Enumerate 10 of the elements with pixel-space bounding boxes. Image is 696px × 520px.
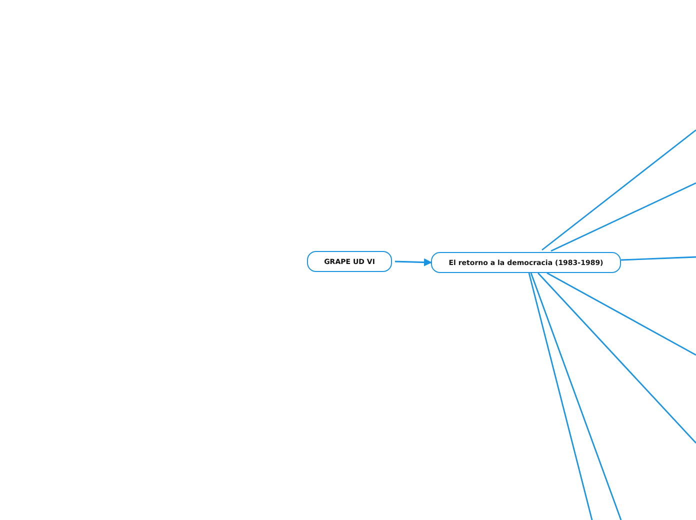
connector-line <box>620 256 696 261</box>
connector-line <box>537 272 696 444</box>
connector-line <box>530 272 622 520</box>
connector-line <box>550 182 696 252</box>
topic-box <box>307 251 392 272</box>
connector-line <box>546 272 696 356</box>
topic-box <box>431 252 621 273</box>
connector-line <box>528 272 593 520</box>
arrow <box>394 258 432 266</box>
connector-line <box>542 129 696 251</box>
